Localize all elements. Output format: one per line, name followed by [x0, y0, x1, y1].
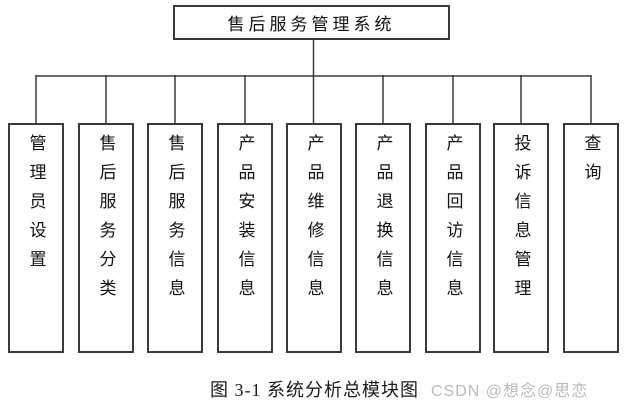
module-node-label: 查询 [581, 134, 601, 192]
module-node-service-info: 售后服务信息 [147, 123, 203, 353]
module-node-label: 投诉信息管理 [511, 134, 531, 308]
module-node-service-category: 售后服务分类 [78, 123, 134, 353]
module-node-label: 售后服务分类 [96, 134, 116, 308]
module-node-admin-settings: 管理员设置 [8, 123, 64, 353]
figure-caption: 图 3-1 系统分析总模块图 [210, 380, 419, 400]
module-node-label: 产品退换信息 [373, 134, 393, 308]
module-node-install-info: 产品安装信息 [217, 123, 273, 353]
module-node-label: 产品安装信息 [235, 134, 255, 308]
root-node-label: 售后服务管理系统 [227, 15, 396, 34]
module-node-label: 产品回访信息 [443, 134, 463, 308]
root-node-system: 售后服务管理系统 [173, 5, 450, 40]
module-node-query: 查询 [563, 123, 619, 353]
module-node-label: 管理员设置 [26, 134, 46, 279]
module-node-revisit-info: 产品回访信息 [425, 123, 481, 353]
module-node-label: 售后服务信息 [165, 134, 185, 308]
module-node-complaint-mgmt: 投诉信息管理 [493, 123, 549, 353]
module-node-return-info: 产品退换信息 [355, 123, 411, 353]
module-node-repair-info: 产品维修信息 [286, 123, 342, 353]
figure-caption-row: 图 3-1 系统分析总模块图 CSDN @想念@思恋 [210, 376, 588, 402]
module-node-label: 产品维修信息 [304, 134, 324, 308]
csdn-watermark: CSDN @想念@思恋 [431, 383, 589, 400]
